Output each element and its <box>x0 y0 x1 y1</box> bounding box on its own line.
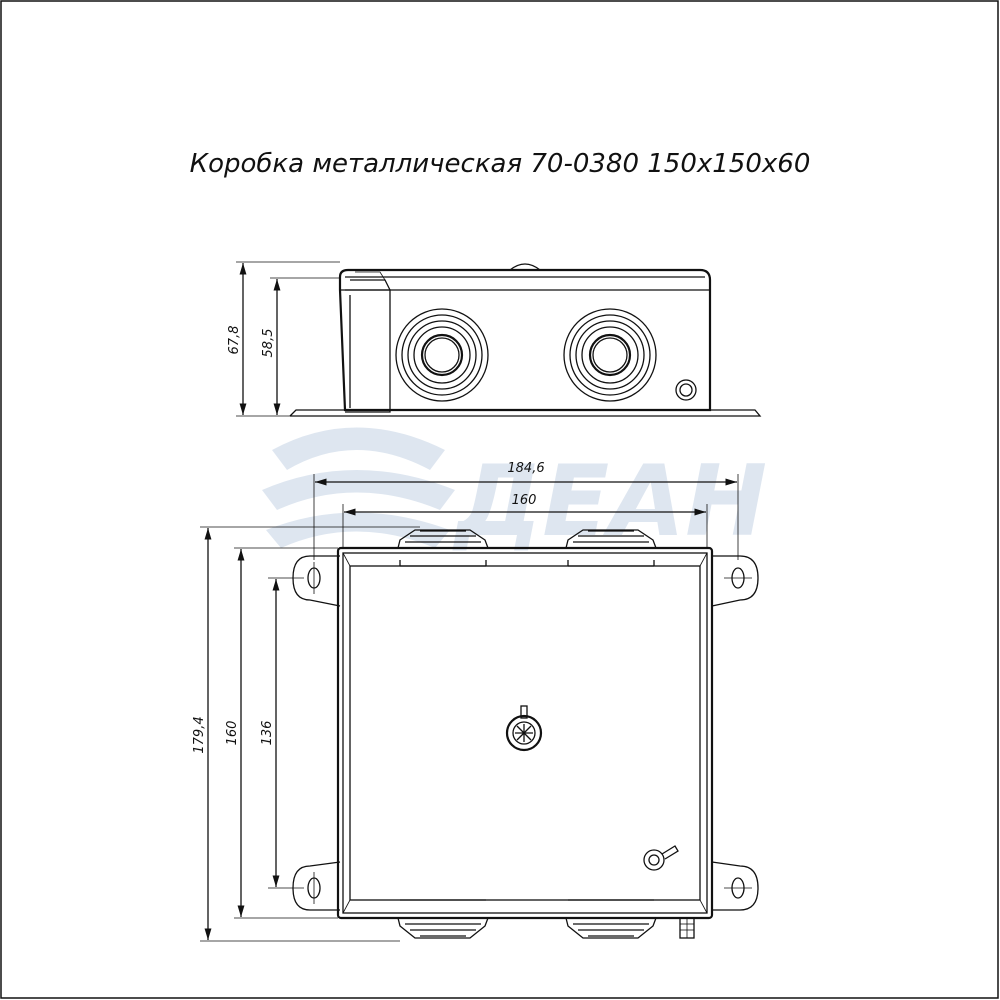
cable-gland-top-right <box>565 529 657 567</box>
watermark-text: ДЕАН <box>452 445 767 559</box>
box-body-top <box>336 546 714 920</box>
dim-height-body-side: 58,5 <box>261 329 276 358</box>
cable-gland-side-right <box>563 308 657 402</box>
mounting-ear-bottom-right <box>711 861 759 911</box>
ground-terminal-icon <box>643 845 679 871</box>
side-view: 67,8 58,5 <box>227 261 762 417</box>
drawing-title: Коробка металлическая 70-0380 150x150x60 <box>190 149 811 179</box>
cable-gland-top-left <box>397 529 489 567</box>
dim-width-body-top: 160 <box>512 493 537 508</box>
mounting-ear-bottom-left <box>292 861 341 911</box>
dim-height-body-top: 160 <box>225 721 240 746</box>
dim-height-total-top: 179,4 <box>192 716 207 753</box>
dim-width-total-top: 184,6 <box>507 461 544 476</box>
dim-height-total-side: 67,8 <box>227 326 242 355</box>
ground-screw-side <box>675 379 697 401</box>
lid-screw-icon <box>505 705 543 752</box>
top-view: 184,6 160 179,4 160 136 <box>192 461 759 942</box>
cable-gland-side-left <box>395 308 489 402</box>
ground-stud-bottom <box>679 917 695 939</box>
dim-mount-spacing: 136 <box>260 721 275 746</box>
mounting-ear-top-left <box>292 555 341 607</box>
cable-gland-bottom-right <box>565 899 657 939</box>
mounting-ear-top-right <box>711 555 759 607</box>
cable-gland-bottom-left <box>397 899 489 939</box>
